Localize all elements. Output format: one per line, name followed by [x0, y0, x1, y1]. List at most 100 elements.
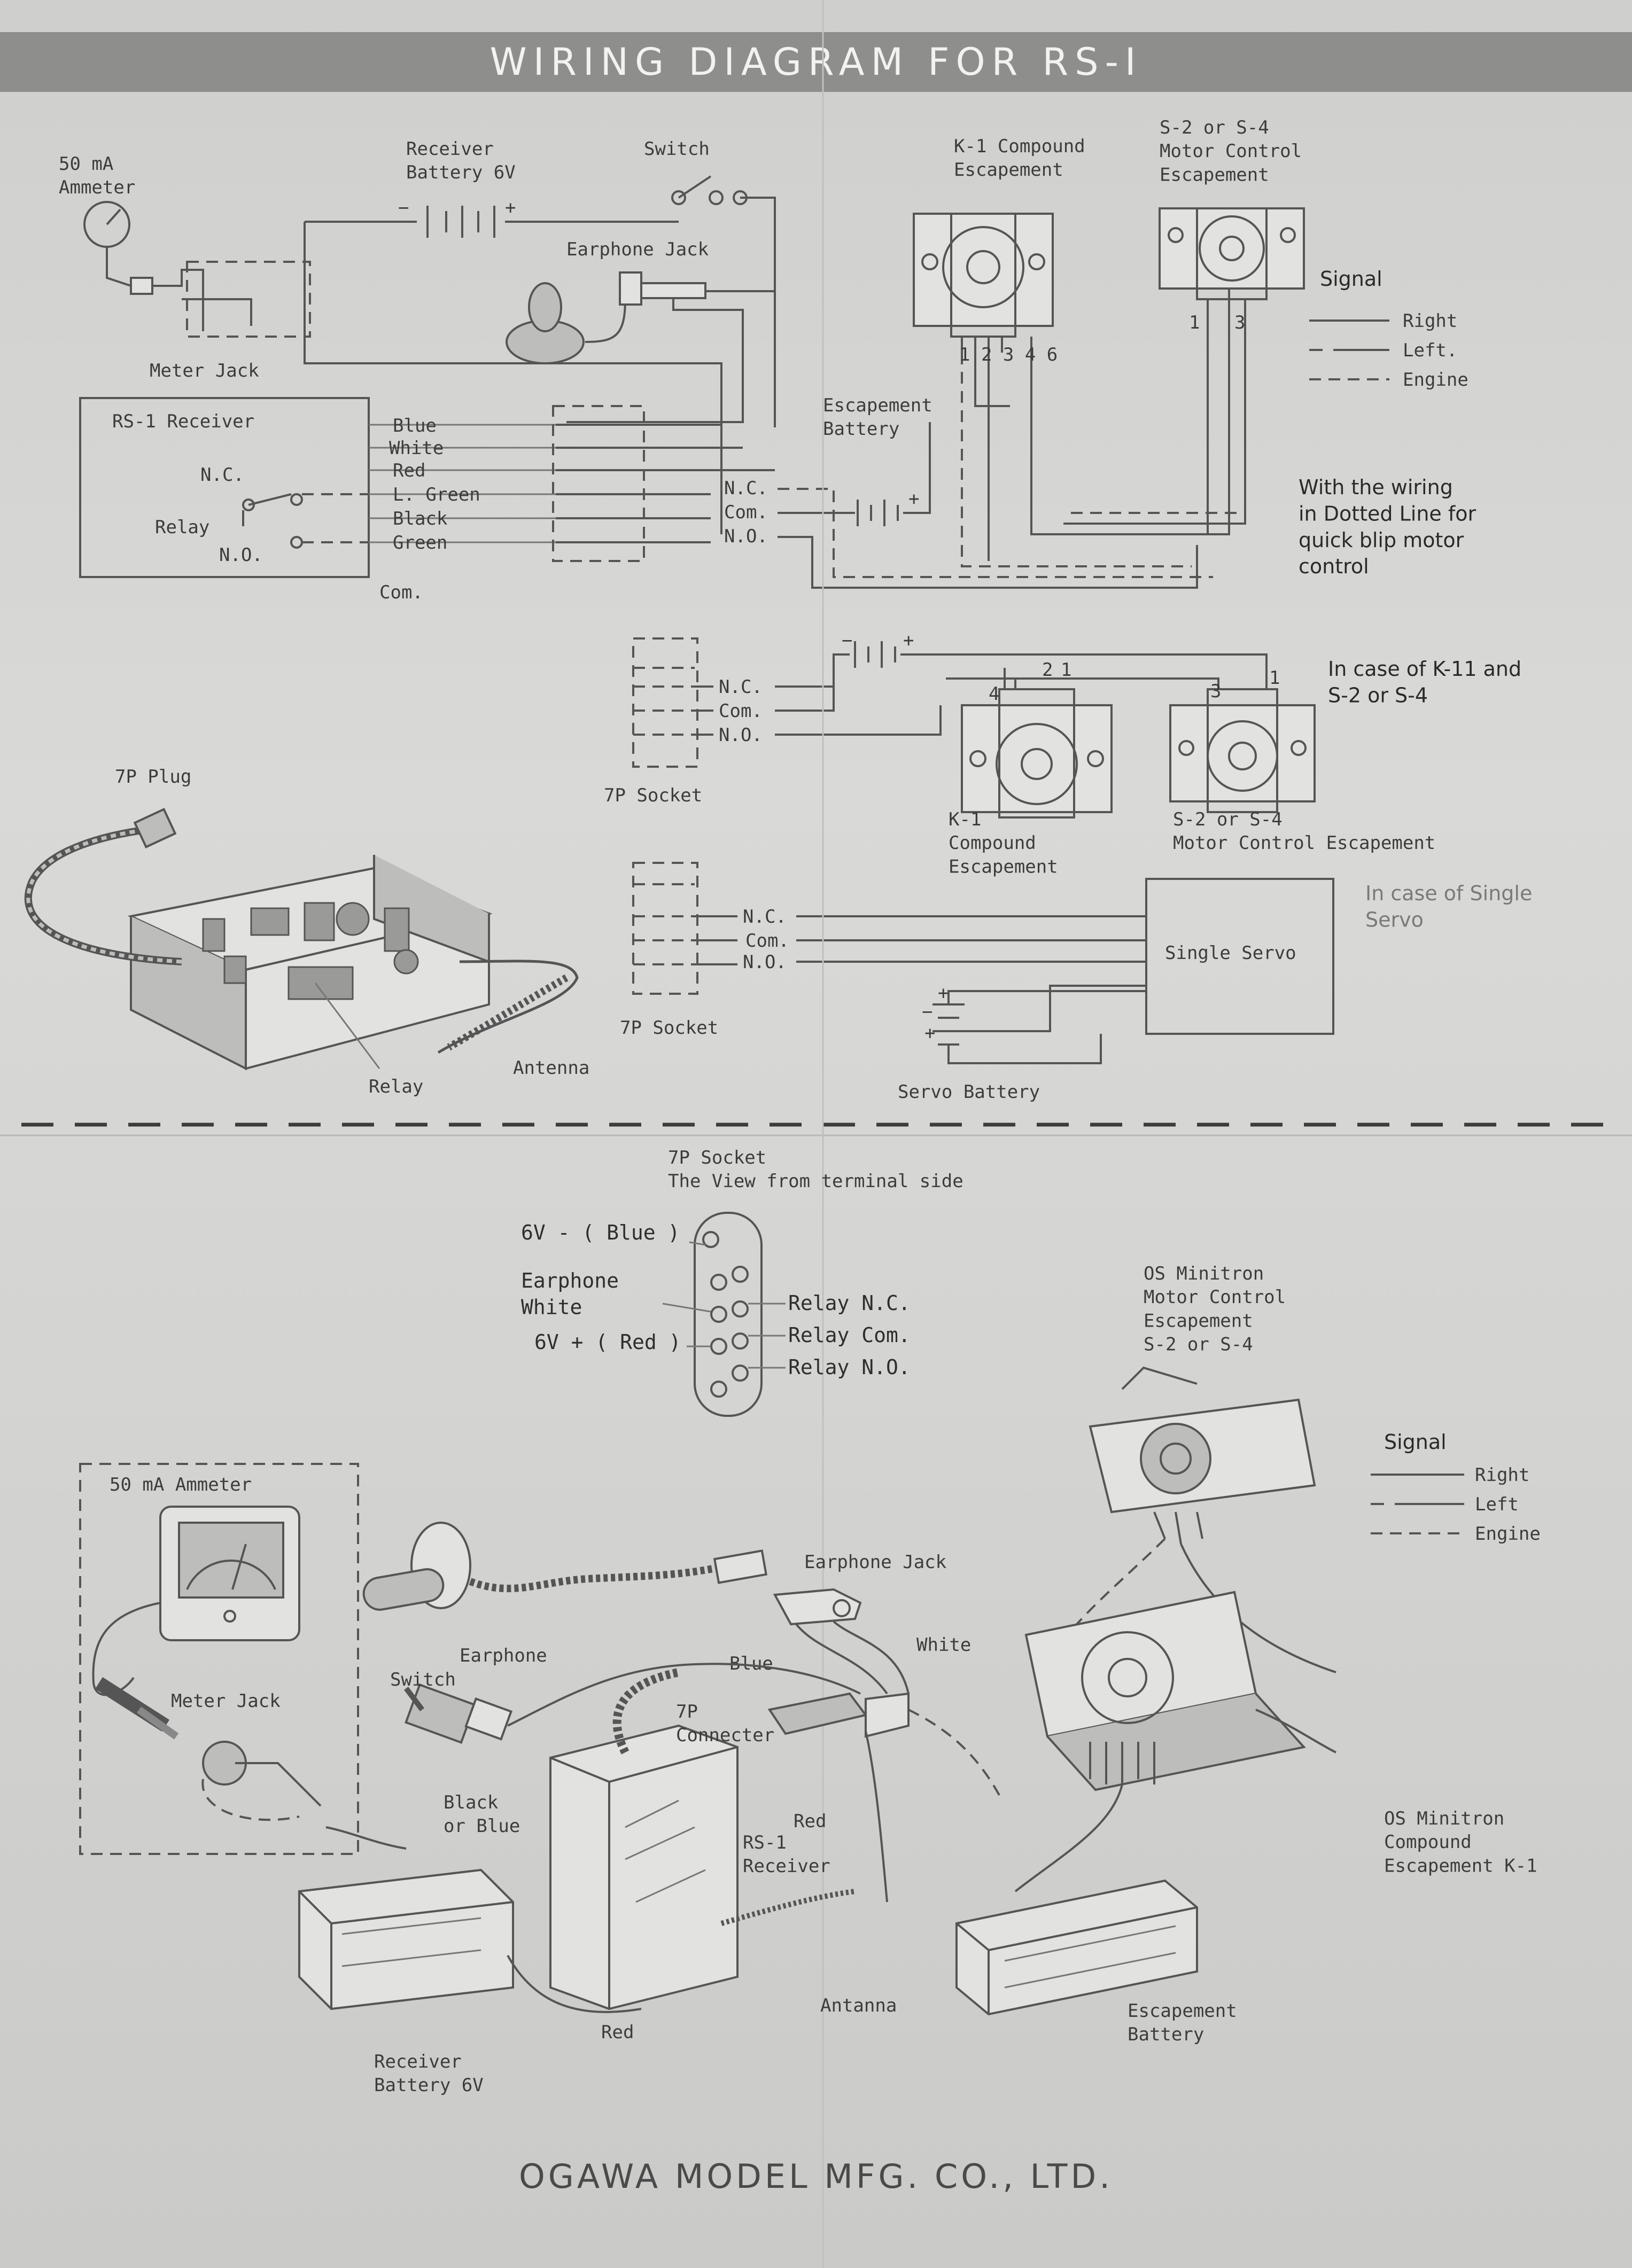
- svg-text:+: +: [505, 197, 516, 219]
- text-line: Earphone: [521, 1269, 619, 1292]
- pictorial-k1-escapement: [1014, 1591, 1336, 1892]
- pictorial-meter-jack-label: Meter Jack: [171, 1690, 281, 1712]
- text-line: OS Minitron: [1384, 1808, 1504, 1829]
- pictorial-receiver-battery: [298, 1826, 642, 2013]
- signal-legend-top-title: Signal: [1320, 267, 1382, 291]
- terminal-nc: N.C.: [724, 478, 768, 499]
- svg-text:+: +: [938, 983, 949, 1004]
- text-line: With the wiring: [1299, 476, 1453, 499]
- socket-label-relay-com: Relay Com.: [788, 1323, 911, 1347]
- escapement-battery-symbol: +: [857, 422, 931, 526]
- text-line: Escapement: [949, 856, 1058, 877]
- signal-right-bottom: Right: [1475, 1464, 1529, 1486]
- text-line: S-2 or S-4: [1328, 683, 1428, 707]
- pictorial-earphone: [362, 1522, 767, 1611]
- ammeter-dashed-box: [79, 1463, 359, 1855]
- k11-terminal-com: Com.: [719, 700, 763, 722]
- wire-label-black: Black: [393, 508, 447, 529]
- text-line: 7P Socket: [668, 1147, 766, 1168]
- earphone-jack-label: Earphone Jack: [566, 239, 709, 260]
- switch-label: Switch: [644, 138, 710, 160]
- s2-pin-3: 3: [1234, 312, 1245, 333]
- pictorial-receiver: [549, 1668, 856, 2010]
- svg-text:−: −: [842, 630, 852, 651]
- single-servo-label: Single Servo: [1165, 942, 1296, 964]
- k11-terminal-nc: N.C.: [719, 676, 763, 698]
- wire-label-red: Red: [393, 460, 425, 481]
- text-line: Motor Control: [1144, 1287, 1286, 1308]
- text-line: Battery: [823, 418, 899, 440]
- text-line: Connecter: [676, 1725, 774, 1746]
- text-line: Black: [444, 1792, 498, 1813]
- earphone-symbol: [506, 271, 775, 423]
- signal-engine-top: Engine: [1403, 369, 1468, 391]
- text-line: or Blue: [444, 1815, 520, 1837]
- ammeter-symbol: [83, 201, 153, 295]
- k11-pin-1-right: 1: [1269, 667, 1280, 689]
- text-line: Escapement: [1128, 2000, 1237, 2022]
- svg-text:−: −: [922, 1001, 932, 1023]
- signal-left-top: Left.: [1403, 340, 1457, 361]
- text-line: Escapement: [823, 395, 932, 416]
- text-line: White: [521, 1295, 582, 1319]
- meter-jack-label: Meter Jack: [150, 360, 259, 381]
- text-line: S-2 or S-4: [1173, 809, 1283, 830]
- receiver-box-no: N.O.: [219, 544, 263, 566]
- text-line: Escapement K-1: [1384, 1855, 1537, 1876]
- servo-battery-label: Servo Battery: [898, 1081, 1040, 1103]
- plug-label: 7P Plug: [115, 766, 191, 788]
- terminal-no: N.O.: [724, 526, 768, 547]
- text-line: Ammeter: [59, 177, 135, 198]
- text-line: Compound: [949, 832, 1036, 854]
- text-line: Receiver: [743, 1856, 830, 1877]
- antenna-illus-label: Antenna: [513, 1057, 589, 1079]
- wire-label-l-green: L. Green: [393, 484, 480, 505]
- footer-company: OGAWA MODEL MFG. CO., LTD.: [519, 2157, 1113, 2196]
- servo-terminal-com: Com.: [745, 930, 789, 952]
- pictorial-meter-jack: [201, 1741, 322, 1821]
- pictorial-escapement-battery: [955, 1879, 1198, 2016]
- wire-label-blue: Blue: [393, 415, 437, 437]
- s2-escapement-mid: [1169, 688, 1316, 813]
- k1-escapement-mid: [961, 688, 1113, 819]
- servo-terminal-nc: N.C.: [743, 906, 787, 928]
- page-title: WIRING DIAGRAM FOR RS-I: [489, 40, 1143, 84]
- text-line: 50 mA: [59, 153, 113, 175]
- socket-label-relay-nc: Relay N.C.: [788, 1291, 911, 1315]
- socket-view-body: [662, 1212, 786, 1417]
- servo-terminal-no: N.O.: [743, 952, 787, 973]
- text-line: Servo: [1365, 908, 1424, 931]
- k11-pin-4: 4: [989, 683, 999, 705]
- text-line: OS Minitron: [1144, 1263, 1264, 1284]
- text-line: 7P: [676, 1701, 698, 1723]
- k11-pin-2: 2: [1042, 659, 1053, 681]
- wire-label-white: White: [389, 438, 444, 459]
- text-line: Escapement: [1160, 164, 1269, 185]
- text-line: Compound: [1384, 1831, 1472, 1853]
- k11-pin-1: 1: [1061, 659, 1071, 681]
- socket-label-6v-plus: 6V + ( Red ): [534, 1330, 681, 1354]
- pictorial-earphone-jack: [773, 1588, 910, 1695]
- receiver-box: RS-1 Receiver N.C. Relay N.O.: [79, 397, 370, 578]
- text-line: Receiver: [374, 2051, 462, 2072]
- k11-pin-3-right: 3: [1210, 681, 1221, 702]
- text-line: Battery 6V: [374, 2075, 484, 2096]
- pictorial-red-bottom-label: Red: [601, 2022, 634, 2043]
- servo-battery-symbol: + + −: [922, 983, 1146, 1064]
- text-line: K-1 Compound: [954, 136, 1085, 157]
- text-line: K-1: [949, 809, 981, 830]
